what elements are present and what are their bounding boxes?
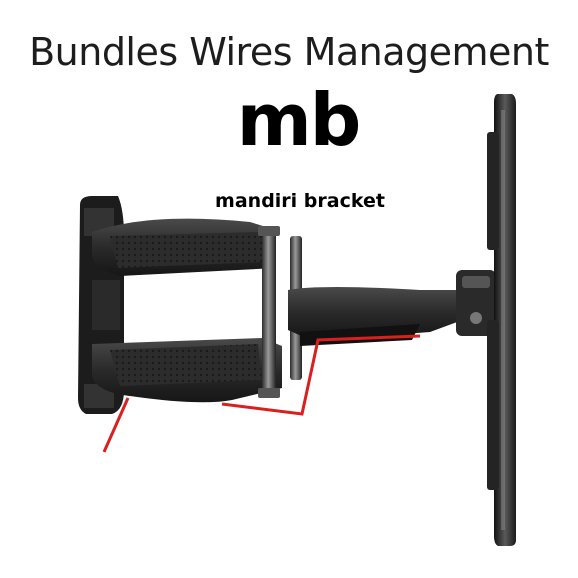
- upper-arm: [92, 218, 276, 276]
- tilt-joint: [456, 270, 496, 336]
- brand-logo: mb: [236, 78, 362, 162]
- tv-plate: [487, 94, 516, 546]
- pivot-poles: [258, 226, 302, 398]
- lower-arm: [92, 338, 282, 403]
- brand-name: mandiri bracket: [215, 190, 385, 212]
- headline: Bundles Wires Management: [29, 30, 549, 74]
- cable-guide-lines: [102, 334, 421, 453]
